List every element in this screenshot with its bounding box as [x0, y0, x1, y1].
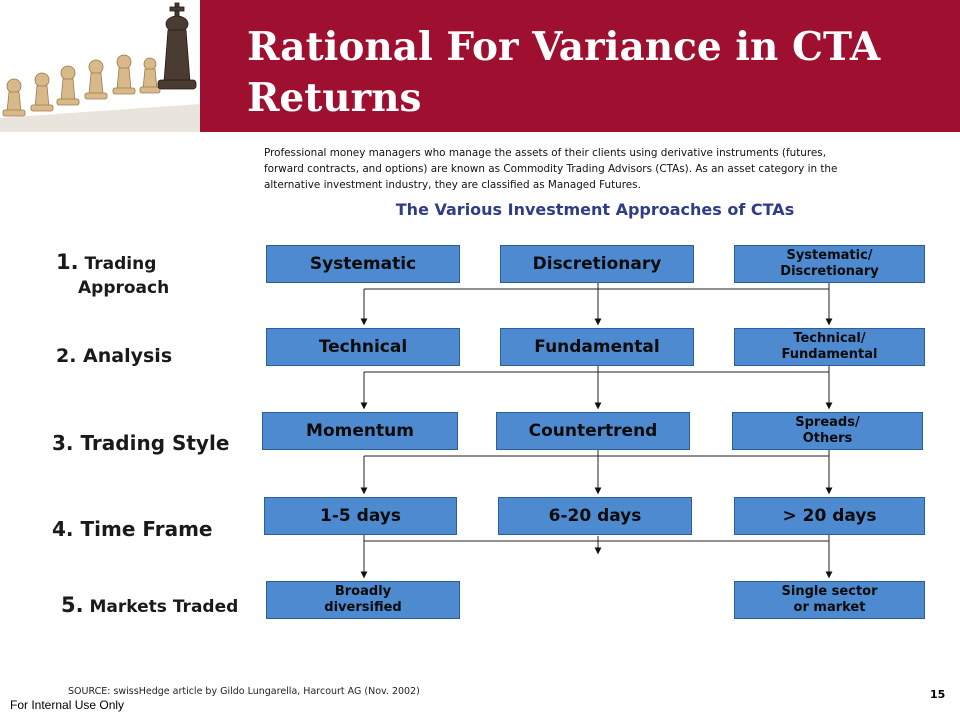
box-1-5-days: 1-5 days: [264, 497, 457, 535]
box-technical-fundamental: Technical/ Fundamental: [734, 328, 925, 366]
box-discretionary: Discretionary: [500, 245, 694, 283]
box-over-20-days: > 20 days: [734, 497, 925, 535]
chess-pieces-image: [0, 0, 200, 132]
row-label-text: Markets Traded: [89, 597, 239, 617]
row-label-time-frame: 4. Time Frame: [52, 517, 213, 541]
row-label-markets-traded: 5. Markets Traded: [61, 593, 238, 619]
row-label-text: Trading: [84, 254, 157, 274]
row-label-analysis: 2. Analysis: [56, 345, 173, 367]
slide-title: Rational For Variance in CTA Returns: [247, 24, 881, 121]
box-systematic-discretionary: Systematic/ Discretionary: [734, 245, 925, 283]
box-systematic: Systematic: [266, 245, 460, 283]
row-label-trading-approach: 1. Trading Approach: [56, 250, 169, 300]
title-band: Rational For Variance in CTA Returns: [200, 0, 960, 132]
internal-use-label: For Internal Use Only: [10, 698, 125, 712]
page-number: 15: [930, 688, 946, 701]
box-broadly-diversified: Broadly diversified: [266, 581, 460, 619]
box-momentum: Momentum: [262, 412, 458, 450]
box-single-sector: Single sector or market: [734, 581, 925, 619]
diagram-subheading: The Various Investment Approaches of CTA…: [395, 200, 795, 219]
row-label-text: Approach: [78, 278, 170, 298]
intro-paragraph: Professional money managers who manage t…: [264, 147, 838, 191]
box-fundamental: Fundamental: [500, 328, 694, 366]
row-number: 5.: [61, 593, 84, 617]
row-number: 1.: [56, 250, 79, 274]
box-6-20-days: 6-20 days: [498, 497, 692, 535]
box-technical: Technical: [266, 328, 460, 366]
row-label-trading-style: 3. Trading Style: [52, 431, 230, 455]
box-spreads-others: Spreads/ Others: [732, 412, 923, 450]
box-countertrend: Countertrend: [496, 412, 690, 450]
source-note: SOURCE: swissHedge article by Gildo Lung…: [68, 686, 420, 697]
